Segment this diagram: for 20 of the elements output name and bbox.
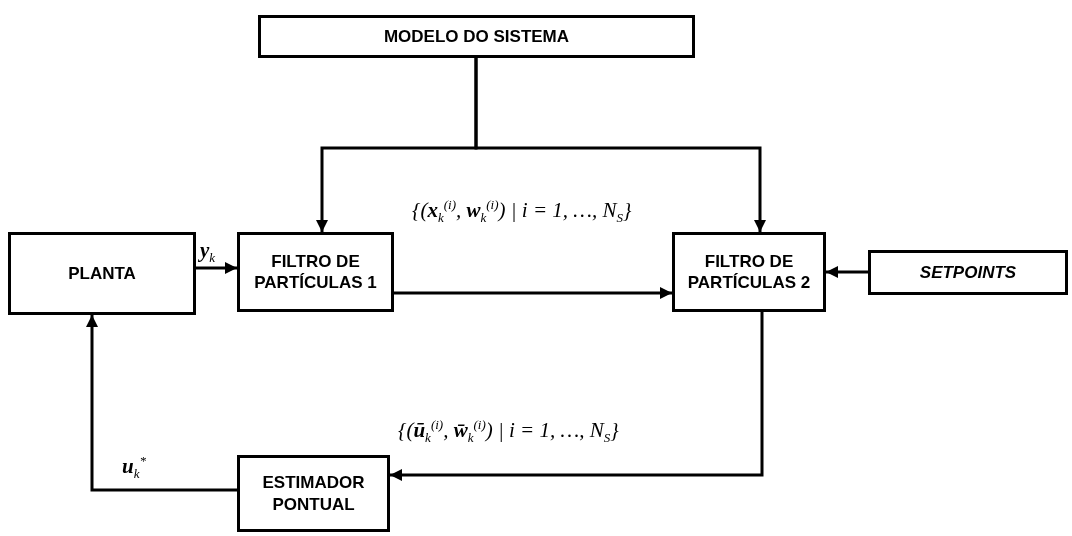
- arrow: [394, 287, 672, 299]
- block-box: [237, 455, 390, 532]
- arrow: [390, 312, 764, 481]
- block-label: MODELO DO SISTEMA: [382, 25, 571, 48]
- edge-label: {(x$_{k}$$^{(i)}$, w$_{k}$$^{(i)}$) | i = 1, …, N$_{S}$}: [412, 198, 632, 225]
- arrow: [196, 262, 237, 274]
- input-box: [868, 250, 1068, 295]
- block-box: [8, 232, 196, 315]
- block-label: PLANTA: [67, 262, 137, 285]
- block-label: FILTRO DE PARTÍCULAS 2: [686, 250, 812, 294]
- arrow: [826, 266, 868, 278]
- block-box: [672, 232, 826, 312]
- block-box: [258, 15, 695, 58]
- block-label: ESTIMADOR PONTUAL: [261, 472, 366, 515]
- block-box: [237, 232, 394, 312]
- block-label: SETPOINTS: [918, 261, 1018, 284]
- arrow: [86, 315, 237, 492]
- block-label: FILTRO DE PARTÍCULAS 1: [253, 250, 378, 294]
- arrow: [474, 58, 766, 232]
- edge-label: {(ū$_{k}$$^{(i)}$, w̄$_{k}$$^{(i)}$) | i = 1, …, N$_{S}$}: [398, 418, 619, 445]
